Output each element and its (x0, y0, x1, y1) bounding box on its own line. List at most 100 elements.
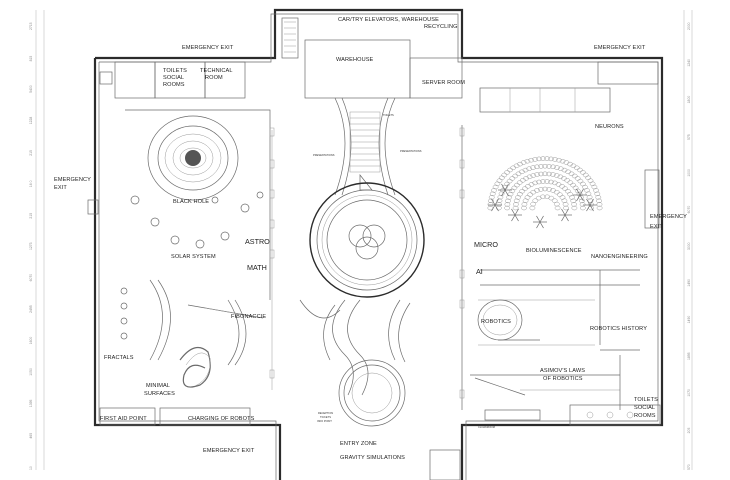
label-info-point: INFO POINT (317, 419, 332, 423)
neuron-cell (567, 180, 574, 185)
neuron-cell (538, 164, 544, 169)
neuron-cell (488, 198, 494, 204)
label-cloakroom: CLOAKROOM (478, 425, 495, 429)
neuron-star (536, 221, 541, 229)
label-warehouse: WAREHOUSE (336, 57, 374, 63)
neuron-cell (526, 174, 533, 180)
neuron-cell (584, 188, 590, 193)
dimension-label: 1490 (687, 279, 691, 287)
neuron-star (511, 208, 516, 216)
dimension-labels-right: 2000124018005751000607030001490149018951… (687, 22, 691, 470)
dimension-label: 10 (29, 466, 33, 470)
neuron-cell (530, 173, 537, 178)
neuron-cell (579, 181, 586, 187)
right-wing (459, 125, 661, 426)
neuron-cell (579, 202, 586, 207)
neuron-cell (554, 205, 561, 211)
label-emergency-exit-top-right[interactable]: EMERGENCY EXIT (594, 45, 646, 51)
neuron-cell (504, 181, 511, 187)
neuron-star (586, 198, 591, 206)
neuron-cell (542, 171, 548, 177)
dimension-label: 1240 (687, 59, 691, 67)
neuron-cell (596, 205, 603, 211)
neuron-cell (539, 194, 546, 200)
label-neurons: NEURONS (595, 124, 624, 130)
label-cargo-elevators: CAR/TRY ELEVATORS, WAREHOUSE (338, 17, 439, 23)
neuron-cell (579, 205, 586, 211)
neuron-cell (507, 167, 513, 173)
neuron-cell (520, 160, 527, 165)
neuron-cell (593, 188, 599, 193)
label-server-room: SERVER ROOM (422, 80, 465, 86)
neuron-cell (521, 205, 527, 211)
label-exit-right[interactable]: EXIT (650, 224, 663, 230)
neuron-cell (582, 172, 589, 178)
label-fractals: FRACTALS (104, 355, 134, 361)
neuron-cell (595, 195, 602, 200)
dimension-label: 6070 (687, 206, 691, 214)
neuron-cell (517, 161, 523, 167)
neuron-star (564, 214, 569, 222)
label-black-hole: BLACK HOLE (173, 199, 209, 205)
neuron-cell (522, 186, 528, 191)
neuron-star (501, 183, 506, 191)
label-bioluminescence: BIOLUMINESCENCE (526, 248, 582, 254)
neuron-cell (562, 186, 568, 191)
neuron-cell (527, 192, 534, 197)
neuron-star (539, 215, 544, 223)
dimension-label: 1070 (687, 389, 691, 397)
neuron-cell (519, 188, 526, 194)
neuron-cell (544, 179, 550, 184)
dimension-label: 1895 (687, 352, 691, 360)
label-tickets: TICKETS (320, 415, 331, 419)
neuron-cell (589, 181, 596, 187)
neuron-cell (507, 191, 514, 197)
neuron-cell (548, 195, 555, 201)
neuron-cell (557, 174, 564, 180)
neuron-cell (559, 158, 566, 164)
label-charging: CHARGING OF ROBOTS (188, 416, 255, 422)
neuron-cell (534, 164, 540, 170)
neuron-cell (546, 164, 552, 169)
neuron-cell (577, 167, 583, 173)
label-emergency-right[interactable]: EMERGENCY (650, 214, 687, 220)
label-robotics-history: ROBOTICS HISTORY (590, 326, 647, 332)
neuron-cell (495, 205, 502, 211)
neuron-cell (570, 198, 577, 204)
neuron-star (579, 188, 584, 196)
entry-curves (323, 299, 461, 480)
neuron-cell (487, 202, 494, 207)
dimension-label: 215 (29, 150, 33, 156)
neuron-star (576, 194, 581, 202)
label-recycling: RECYCLING (424, 24, 458, 30)
label-exit-left[interactable]: EXIT (54, 185, 67, 191)
label-solar-system: SOLAR SYSTEM (171, 254, 216, 260)
neuron-cell (509, 176, 516, 181)
neuron-cell (557, 166, 564, 171)
central-core (299, 97, 425, 319)
neuron-cell (538, 171, 544, 177)
dimension-label: 2000 (687, 22, 691, 30)
neuron-cell (532, 180, 539, 186)
dimension-label: 2495 (29, 305, 33, 313)
dimension-label: 5400 (29, 85, 33, 93)
neuron-cell (497, 194, 504, 200)
neuron-cell (570, 182, 576, 188)
neuron-cell (540, 156, 546, 161)
label-emergency-left[interactable]: EMERGENCY (54, 177, 91, 183)
label-emergency-exit-bottom[interactable]: EMERGENCY EXIT (203, 448, 255, 454)
dimension-label: 6070 (29, 274, 33, 282)
left-wing (99, 109, 275, 426)
neuron-cell (596, 202, 603, 207)
neuron-cell (522, 167, 529, 173)
neuron-star (564, 208, 569, 216)
label-micro: MICRO (474, 240, 498, 249)
neuron-cell (564, 188, 571, 194)
neuron-cell (553, 189, 560, 195)
label-emergency-exit-top-left[interactable]: EMERGENCY EXIT (182, 45, 234, 51)
neuron-cell (551, 180, 558, 186)
neuron-cell (552, 157, 558, 162)
neuron-cell (501, 172, 508, 178)
label-robotics: ROBOTICS (481, 319, 511, 325)
label-nanoengineering: NANOENGINEERING (591, 254, 648, 260)
